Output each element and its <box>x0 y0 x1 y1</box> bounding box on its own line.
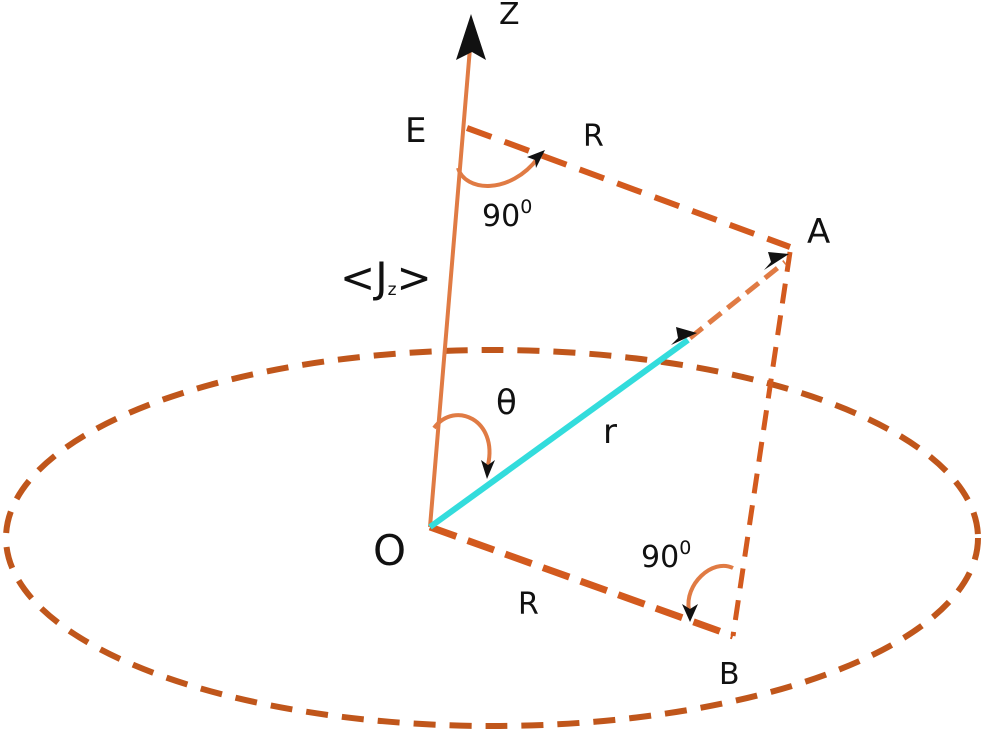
point-b-label: B <box>719 657 740 692</box>
angle-arc-b <box>686 564 734 611</box>
angle-b-value: 90 <box>641 540 679 575</box>
angle-b-superscript: 0 <box>679 537 691 559</box>
theta-arc <box>432 413 492 466</box>
orbit-ellipse <box>3 347 981 729</box>
angle-e-value: 90 <box>482 199 520 234</box>
angle-arc-b-arrowhead <box>682 604 698 622</box>
jz-open-bracket: < <box>340 253 375 302</box>
z-axis-label: Z <box>499 0 520 32</box>
side-er-label: R <box>583 119 604 154</box>
dashed-side-ab <box>730 251 793 637</box>
jz-close-bracket: > <box>397 253 432 302</box>
dashed-side-ob <box>428 523 735 640</box>
angle-e-label: 900 <box>482 196 532 234</box>
jz-symbol: J <box>372 253 387 302</box>
radius-vector-solid <box>428 337 690 530</box>
angle-arc-e <box>456 156 540 188</box>
theta-arc-arrowhead <box>481 460 495 479</box>
jz-subscript: z <box>388 280 397 300</box>
angle-e-superscript: 0 <box>520 196 532 218</box>
jz-label: <Jz> <box>340 253 432 302</box>
theta-label: θ <box>496 383 517 423</box>
radius-vector-end-arrowhead <box>764 252 789 270</box>
radius-r-label: r <box>603 412 617 452</box>
point-o-label: O <box>373 526 406 575</box>
point-a-label: A <box>807 212 830 252</box>
radius-vector-dashed <box>688 260 787 340</box>
angle-b-label: 900 <box>641 537 691 575</box>
radius-vector-mid-arrowhead <box>671 327 697 345</box>
point-e-label: E <box>405 111 426 151</box>
z-axis-arrowhead <box>456 14 486 60</box>
angle-arc-e-arrowhead <box>527 150 545 168</box>
z-axis-line <box>428 47 472 528</box>
dashed-side-ea <box>465 125 792 250</box>
side-ob-label: R <box>518 587 539 622</box>
